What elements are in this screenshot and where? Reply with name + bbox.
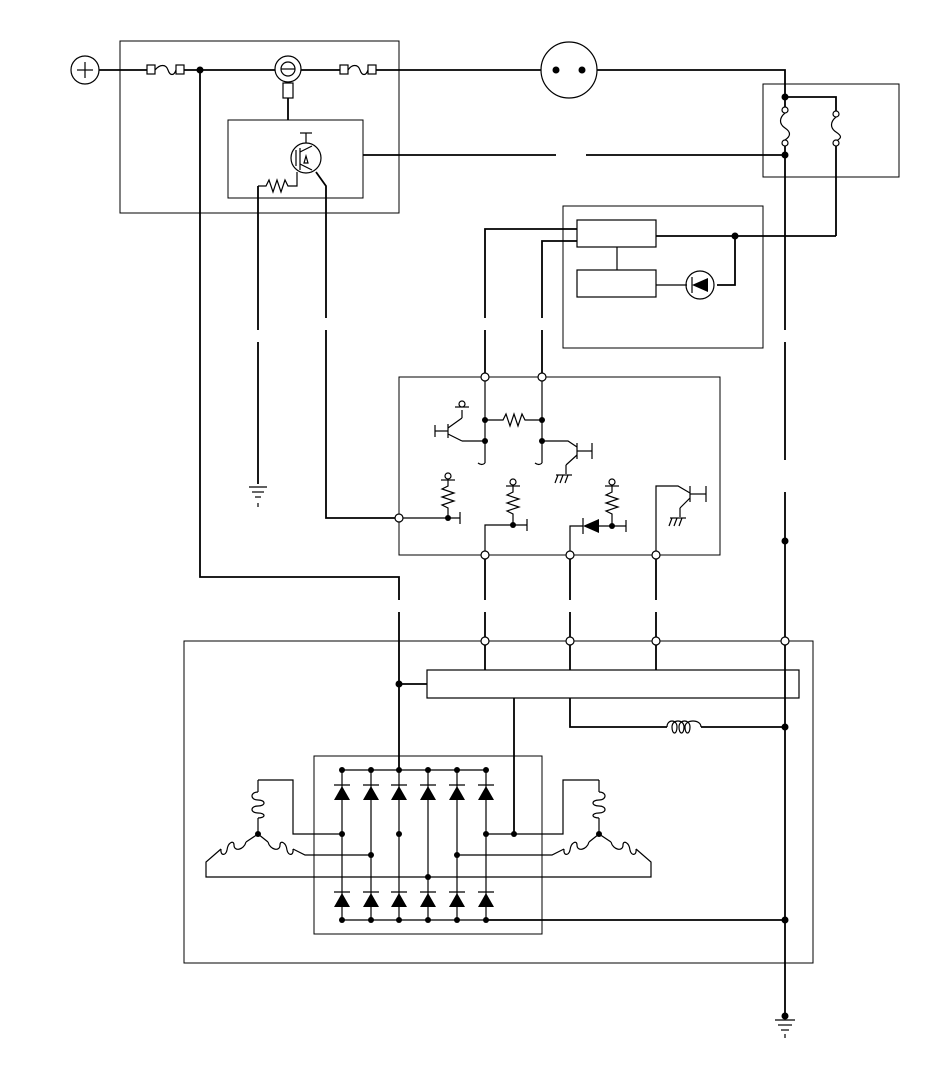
transistor-q3 [655,485,707,551]
junction [482,417,488,423]
terminal [651,550,661,560]
regulator-resistor-b [484,478,528,551]
fuse-relay-box-outline [119,40,400,214]
relay-transistor-icon [290,132,322,174]
rectifier-junctions [339,767,517,923]
rectifier-bridge-outline [313,755,543,935]
junction [539,417,545,423]
junction [395,680,403,688]
terminal [394,513,404,523]
junction [781,93,789,101]
regulator-board-outline [398,376,721,556]
switch-contact-right [830,110,842,147]
junction [781,916,789,924]
switch-module-outline [762,83,900,178]
terminal [537,372,547,382]
battery-positive-terminal [70,55,100,85]
transistor-q2 [542,440,593,484]
stator-winding-right [428,779,652,878]
control-diode [685,270,715,300]
control-block-upper [576,219,657,248]
terminal [565,550,575,560]
charge-warning-lamp [540,41,598,99]
ignition-switch [274,55,302,120]
junction [781,723,789,731]
terminal [780,636,790,646]
switch-contact-left [779,106,791,147]
alternator-outline [183,640,814,964]
field-coil [666,720,702,734]
control-block-lower [576,269,657,298]
control-unit-outline [562,205,764,349]
ground-symbol-right [775,1019,795,1038]
fuse-1 [146,64,185,76]
terminal [480,636,490,646]
fuse-2 [339,64,377,76]
regulator-resistor-c [569,478,627,551]
junction [781,151,789,159]
terminal [651,636,661,646]
rectifier-diodes [334,770,494,920]
junction [731,232,739,240]
junction [781,537,789,545]
relay-resistor [258,172,298,194]
ground-symbol-left [249,486,267,507]
regulator-resistor-a [403,472,461,524]
relay-module-outline [227,119,364,199]
zener-diode [582,518,599,534]
stator-winding-left [205,779,428,878]
regulator-ic-block [426,669,800,699]
terminal [480,550,490,560]
terminal [480,372,490,382]
terminal [565,636,575,646]
junction [781,1012,789,1020]
transistor-q1 [434,400,485,442]
